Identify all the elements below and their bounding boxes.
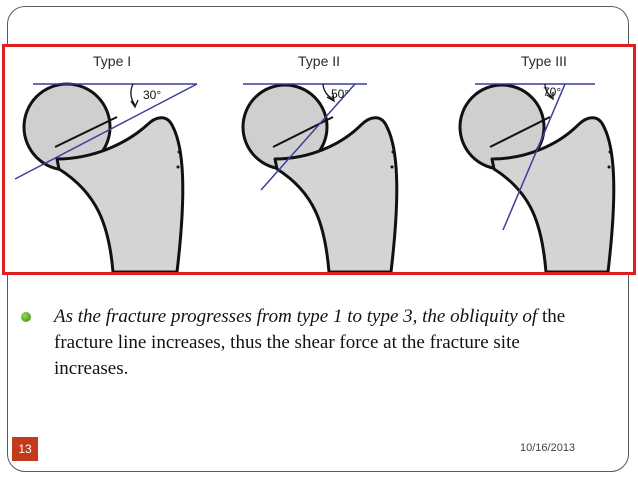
type-2-label: Type II <box>298 53 341 69</box>
femur-type-3 <box>458 83 616 272</box>
type-2-angle: 50° <box>331 87 350 101</box>
bullet-icon <box>21 312 31 322</box>
bullet-regular-text: the fracture line increases, thus the sh… <box>54 306 566 379</box>
femur-diagrams <box>14 82 616 272</box>
femur-type-1 <box>14 82 198 272</box>
type-1-label: Type I <box>93 53 132 69</box>
type-3-angle: 70° <box>543 85 562 99</box>
bullet-italic-text: As the fracture progresses from type 1 t… <box>54 306 538 327</box>
type-3-label: Type III <box>521 53 567 69</box>
slide-number: 13 <box>12 437 38 461</box>
femur-type-2 <box>241 83 399 272</box>
bullet-point: As the fracture progresses from type 1 t… <box>21 304 577 382</box>
type-1-angle: 30° <box>143 88 162 102</box>
slide-date: 10/16/2013 <box>520 442 576 454</box>
fracture-figure: Type I Type II Type III 30° 50° 70° <box>2 44 636 275</box>
bullet-text: As the fracture progresses from type 1 t… <box>37 304 577 382</box>
